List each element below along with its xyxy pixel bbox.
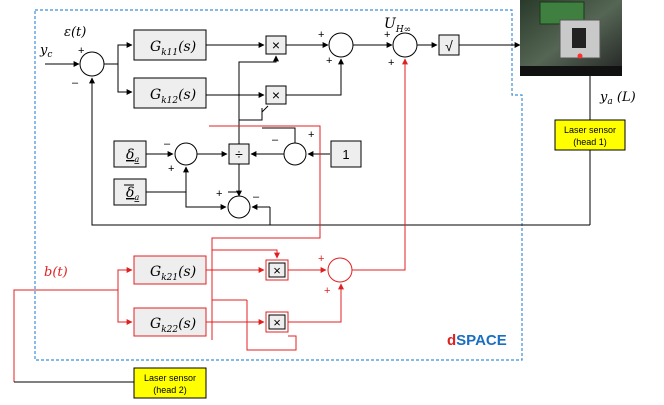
svg-text:×: ×	[272, 87, 280, 103]
sum-junction-feedback	[227, 195, 251, 219]
svg-text:+: +	[308, 129, 314, 141]
multiplier-2: ×	[265, 85, 287, 105]
svg-text:+: +	[318, 253, 324, 265]
multiplier-red-1: ×	[265, 259, 289, 281]
block-gk21: Gk21(s)	[133, 255, 207, 285]
block-delta-a-bar: δa	[113, 178, 147, 206]
svg-text:√: √	[445, 38, 453, 54]
sum-junction-3	[392, 32, 418, 58]
svg-text:×: ×	[273, 315, 281, 330]
svg-text:(head 1): (head 1)	[573, 137, 607, 147]
block-one: 1	[330, 140, 362, 168]
svg-text:+: +	[216, 188, 222, 200]
laser-sensor-head-1: Laser sensor (head 1)	[554, 119, 626, 151]
b-label: b(t)	[44, 265, 68, 280]
svg-text:×: ×	[272, 37, 280, 53]
multiplier-1: ×	[265, 35, 287, 55]
sign-labels: + – + + + + – + – + + –	[72, 29, 394, 203]
block-gk12: Gk12(s)	[133, 77, 207, 109]
laser-sensor-head-2: Laser sensor (head 2)	[14, 367, 207, 399]
svg-text:Gk12(s): Gk12(s)	[150, 87, 196, 106]
block-divider: ÷	[228, 143, 250, 165]
svg-text:+: +	[324, 285, 330, 297]
sum-junction-red	[327, 257, 353, 283]
svg-text:+: +	[318, 29, 324, 41]
svg-text:δa: δa	[126, 185, 139, 202]
svg-text:–: –	[72, 77, 79, 89]
svg-text:–: –	[164, 138, 171, 150]
epsilon-label: ε(t)	[64, 25, 86, 40]
block-sqrt: √	[438, 34, 460, 56]
svg-text:+: +	[78, 45, 84, 57]
sign-labels-red: + +	[318, 253, 330, 297]
block-gk22: Gk22(s)	[133, 307, 207, 337]
sum-junction-one	[283, 142, 307, 166]
svg-text:–: –	[253, 191, 260, 203]
svg-text:×: ×	[273, 263, 281, 278]
laser-head-photo	[520, 0, 622, 76]
svg-text:(head 2): (head 2)	[153, 385, 187, 395]
block-delta-a: δa	[113, 140, 147, 168]
yc-label: yc	[39, 43, 52, 60]
ya-label: ya (L)	[599, 90, 636, 107]
sum-junction-delta	[174, 142, 198, 166]
sum-junction-2	[328, 32, 354, 58]
svg-text:Laser sensor: Laser sensor	[564, 125, 616, 135]
uh-label: UH∞	[384, 16, 411, 35]
dspace-boundary	[34, 9, 523, 361]
svg-text:1: 1	[342, 147, 349, 162]
svg-text:+: +	[388, 57, 394, 69]
svg-text:Gk22(s): Gk22(s)	[150, 316, 196, 335]
block-gk11: Gk11(s)	[133, 29, 207, 61]
svg-text:+: +	[168, 163, 174, 175]
dspace-logo: dSPACE	[447, 332, 507, 349]
svg-text:–: –	[272, 134, 279, 146]
svg-text:÷: ÷	[235, 146, 243, 162]
multiplier-red-2: ×	[265, 311, 289, 333]
svg-text:+: +	[384, 29, 390, 41]
svg-text:Gk21(s): Gk21(s)	[150, 264, 196, 283]
svg-text:δa: δa	[126, 147, 139, 164]
svg-text:Gk11(s): Gk11(s)	[150, 39, 196, 58]
svg-text:Laser sensor: Laser sensor	[144, 373, 196, 383]
svg-text:+: +	[326, 55, 332, 67]
